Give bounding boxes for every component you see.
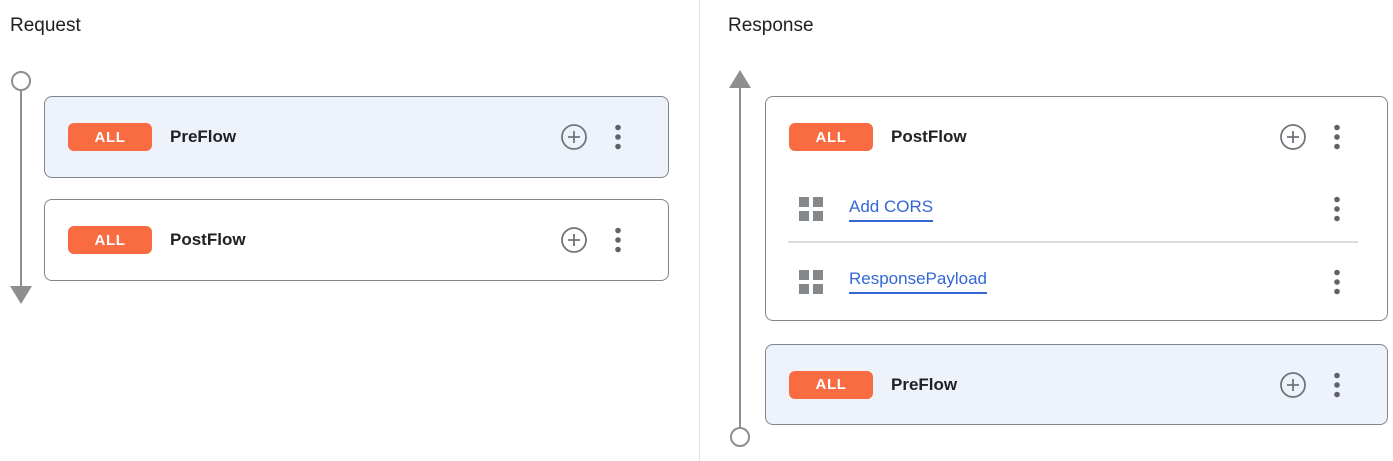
kebab-menu-icon [1334,269,1340,294]
kebab-menu-icon [1334,124,1340,150]
condition-badge: ALL [789,370,873,399]
request-panel-title: Request [10,15,81,36]
policy-grid-icon [799,269,823,294]
arrow-down-icon [10,286,32,304]
more-options-button[interactable] [1315,363,1359,407]
request-timeline-arrow [10,71,32,304]
policy-row: Add CORS [766,177,1387,241]
policy-link-add-cors[interactable]: Add CORS [849,197,934,222]
more-options-button[interactable] [1315,260,1359,304]
response-timeline-arrow [729,70,751,447]
policy-row: ResponsePayload [766,243,1387,320]
panel-divider [699,0,700,461]
request-postflow-card[interactable]: ALL PostFlow [44,199,669,281]
condition-badge: ALL [68,226,152,254]
plus-circle-icon [1280,371,1306,398]
request-preflow-card[interactable]: ALL PreFlow [44,96,669,178]
kebab-menu-icon [615,124,621,150]
response-postflow-card[interactable]: ALL PostFlow Add CORS [765,96,1388,321]
plus-circle-icon [561,124,587,150]
more-options-button[interactable] [1315,115,1359,159]
add-policy-button[interactable] [1271,115,1315,159]
flow-title: PreFlow [891,374,958,394]
arrow-up-icon [729,70,751,88]
plus-circle-icon [1280,124,1306,150]
flow-title: PreFlow [170,127,237,146]
more-options-button[interactable] [596,218,640,262]
more-options-button[interactable] [1315,187,1359,231]
add-policy-button[interactable] [552,218,596,262]
response-panel-title: Response [728,15,814,36]
kebab-menu-icon [1334,196,1340,222]
condition-badge: ALL [789,123,873,151]
response-preflow-card[interactable]: ALL PreFlow [765,344,1388,425]
flow-card-header: ALL PreFlow [45,97,668,177]
kebab-menu-icon [615,227,621,253]
policy-grid-icon [799,197,823,221]
more-options-button[interactable] [596,115,640,159]
flow-card-header: ALL PostFlow [766,97,1387,177]
kebab-menu-icon [1334,372,1340,397]
plus-circle-icon [561,227,587,253]
flow-card-header: ALL PostFlow [45,200,668,280]
condition-badge: ALL [68,123,152,151]
flow-title: PostFlow [891,127,967,146]
flow-title: PostFlow [170,230,246,249]
timeline-end-circle [730,427,750,447]
add-policy-button[interactable] [552,115,596,159]
timeline-start-circle [11,71,31,91]
policy-row-divider [788,241,1358,243]
policy-link-responsepayload[interactable]: ResponsePayload [849,269,987,294]
add-policy-button[interactable] [1271,363,1315,407]
flow-card-header: ALL PreFlow [766,345,1387,424]
